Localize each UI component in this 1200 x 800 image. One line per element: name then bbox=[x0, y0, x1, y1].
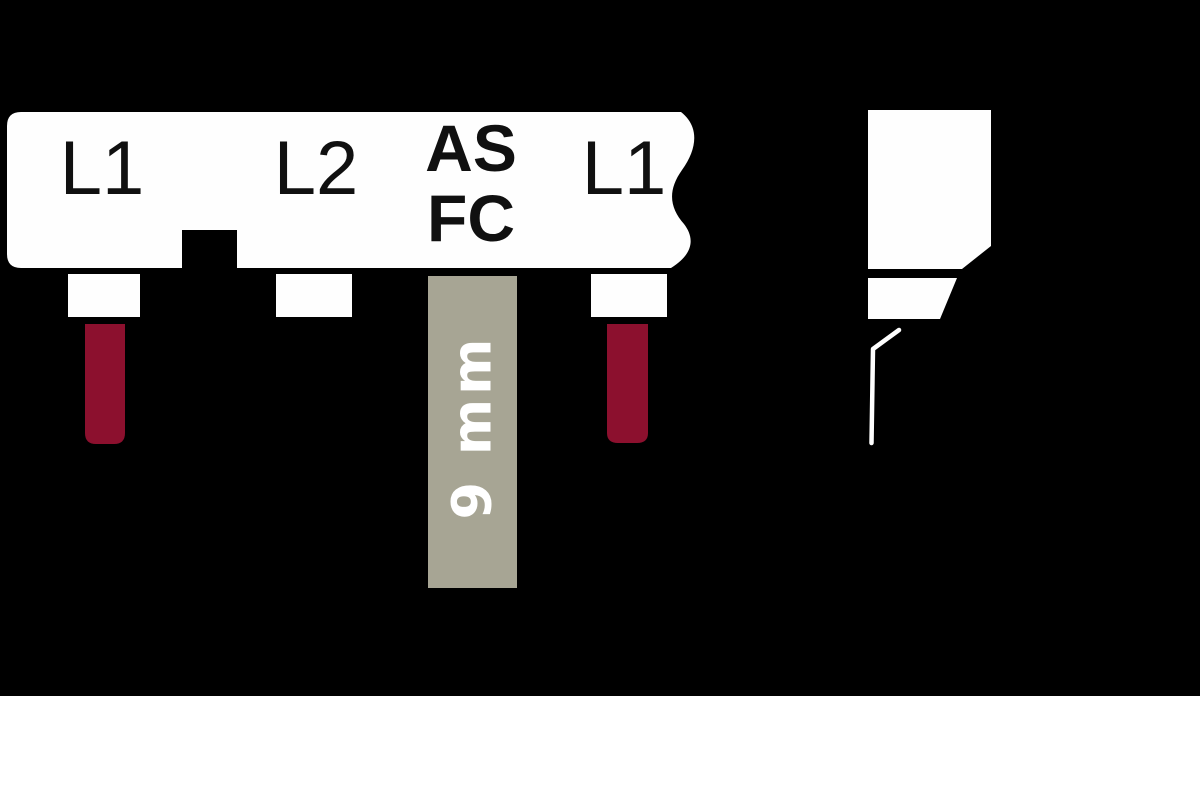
label-type-code: AS FC bbox=[425, 113, 517, 253]
label-type-line2: FC bbox=[427, 181, 515, 255]
pin-l1-right bbox=[607, 324, 648, 443]
busbar-tab-l2 bbox=[276, 274, 352, 317]
pin-l1-left bbox=[85, 324, 125, 444]
busbar-tab-l1-right bbox=[591, 274, 667, 317]
label-phase-l2: L2 bbox=[273, 126, 359, 211]
label-phase-l1-left: L1 bbox=[59, 126, 145, 211]
label-pitch-9mm: 9 mm bbox=[440, 334, 504, 520]
busbar-side-pin bbox=[869, 327, 902, 446]
bottom-white-band bbox=[0, 696, 1200, 800]
label-phase-l1-right: L1 bbox=[581, 126, 667, 211]
pitch-dimension-bar bbox=[428, 276, 517, 588]
busbar-side-tab bbox=[868, 278, 957, 319]
busbar-side-body bbox=[868, 110, 991, 269]
busbar-tab-l1-left bbox=[68, 274, 140, 317]
label-type-line1: AS bbox=[425, 111, 517, 185]
busbar-front-body bbox=[7, 112, 695, 268]
